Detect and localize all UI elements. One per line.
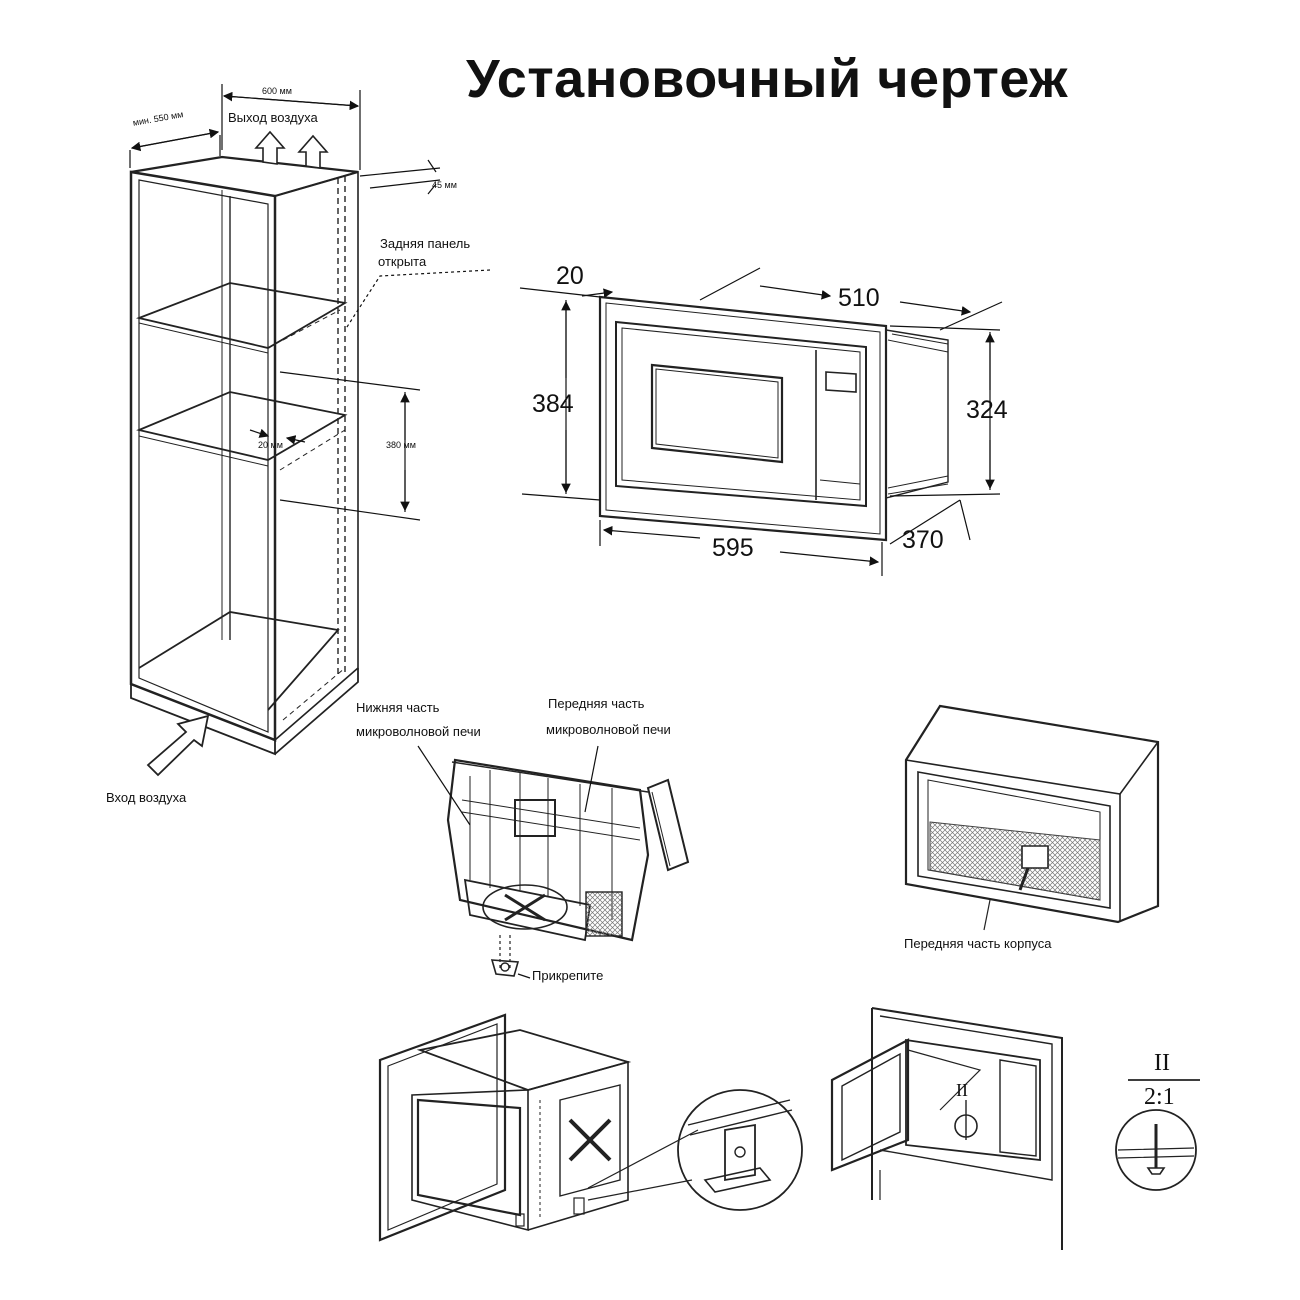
door-detail-marker: II <box>956 1080 968 1100</box>
oven-installed-drawing <box>378 1013 699 1242</box>
dim-324: 324 <box>966 396 1008 424</box>
dim-370: 370 <box>902 526 944 554</box>
cabinet-dimension-lines <box>129 84 491 521</box>
door-install-drawing <box>830 1007 1063 1250</box>
microwave-dimension-lines <box>519 267 1003 576</box>
attach-label: Прикрепите <box>532 968 604 983</box>
air-out-arrows <box>254 130 329 169</box>
detail-scale-label: 2:1 <box>1144 1084 1175 1110</box>
bottom-part-label-line1: Нижняя часть <box>356 700 440 715</box>
gap-label: 45 мм <box>432 180 457 190</box>
dim-595: 595 <box>712 534 754 562</box>
dim-20: 20 <box>556 262 584 290</box>
shelf-gap-label: 20 мм <box>258 440 283 450</box>
microwave-front-drawing <box>598 295 949 542</box>
opening-height-label: 380 мм <box>386 440 416 450</box>
assembly-leaders <box>417 745 599 979</box>
front-part-label-line2: микроволновой печи <box>546 722 671 737</box>
bracket-detail <box>677 1089 803 1211</box>
microwave-underside-drawing <box>446 758 690 977</box>
page-title: Установочный чертеж <box>466 49 1068 109</box>
housing-front-label: Передняя часть корпуса <box>904 936 1052 951</box>
front-part-label-line1: Передняя часть <box>548 696 645 711</box>
air-in-label: Вход воздуха <box>106 790 187 805</box>
back-panel-label-line1: Задняя панель <box>380 236 471 251</box>
air-out-label: Выход воздуха <box>228 110 318 125</box>
dim-384: 384 <box>532 390 574 418</box>
cabinet-drawing <box>129 155 359 756</box>
back-panel-label-line2: открыта <box>378 254 427 269</box>
bottom-part-label-line2: микроволновой печи <box>356 724 481 739</box>
cabinet-width-label: 600 мм <box>262 86 292 96</box>
detail-label-top: II <box>1154 1050 1170 1076</box>
detail-ii <box>1115 1079 1200 1191</box>
dim-510: 510 <box>838 284 880 312</box>
air-in-arrow <box>146 714 210 777</box>
housing-drawing <box>904 704 1160 931</box>
